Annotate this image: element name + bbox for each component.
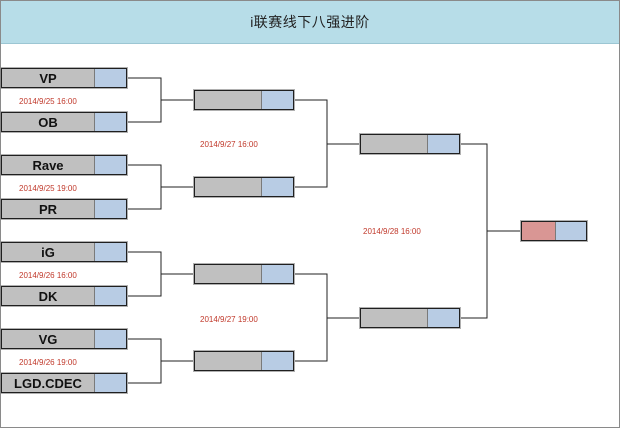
champion-name xyxy=(522,222,556,240)
team-name: OB xyxy=(2,113,95,131)
team-slot: iG xyxy=(1,241,128,263)
team-name: PR xyxy=(2,200,95,218)
team-name xyxy=(195,352,262,370)
team-name: DK xyxy=(2,287,95,305)
team-name: VP xyxy=(2,69,95,87)
score-cell xyxy=(95,330,126,348)
team-name xyxy=(195,91,262,109)
match-date: 2014/9/25 16:00 xyxy=(19,97,77,106)
connector-qf3 xyxy=(127,251,194,297)
semifinal-slot xyxy=(193,89,295,111)
score-cell xyxy=(95,287,126,305)
match-date: 2014/9/27 19:00 xyxy=(200,315,258,324)
score-cell xyxy=(262,352,293,370)
semifinal-slot xyxy=(193,263,295,285)
score-cell xyxy=(95,69,126,87)
team-name: Rave xyxy=(2,156,95,174)
team-slot: Rave xyxy=(1,154,128,176)
connector-qf1 xyxy=(127,77,194,123)
score-cell xyxy=(428,135,459,153)
team-slot: PR xyxy=(1,198,128,220)
final-slot xyxy=(359,307,461,329)
score-cell xyxy=(428,309,459,327)
connector-qf4 xyxy=(127,338,194,384)
connector-qf2 xyxy=(127,164,194,210)
title-bar: i联赛线下八强进阶 xyxy=(1,1,619,44)
score-cell xyxy=(262,178,293,196)
score-cell xyxy=(95,156,126,174)
match-date: 2014/9/25 19:00 xyxy=(19,184,77,193)
page-title: i联赛线下八强进阶 xyxy=(250,14,370,30)
team-slot: VP xyxy=(1,67,128,89)
match-date: 2014/9/26 19:00 xyxy=(19,358,77,367)
team-name xyxy=(195,178,262,196)
semifinal-slot xyxy=(193,350,295,372)
semifinal-slot xyxy=(193,176,295,198)
match-date: 2014/9/28 16:00 xyxy=(363,227,421,236)
team-name xyxy=(361,309,428,327)
champion-slot xyxy=(520,220,588,242)
score-cell xyxy=(262,265,293,283)
score-cell xyxy=(95,200,126,218)
score-cell xyxy=(95,374,126,392)
score-cell xyxy=(95,113,126,131)
connector-sf1 xyxy=(294,99,360,188)
match-date: 2014/9/27 16:00 xyxy=(200,140,258,149)
team-name xyxy=(195,265,262,283)
final-slot xyxy=(359,133,461,155)
team-name: iG xyxy=(2,243,95,261)
team-slot: DK xyxy=(1,285,128,307)
score-cell xyxy=(95,243,126,261)
connector-final xyxy=(460,143,521,319)
team-name: VG xyxy=(2,330,95,348)
team-name xyxy=(361,135,428,153)
team-slot: LGD.CDEC xyxy=(1,372,128,394)
team-name: LGD.CDEC xyxy=(2,374,95,392)
team-slot: VG xyxy=(1,328,128,350)
team-slot: OB xyxy=(1,111,128,133)
score-cell xyxy=(262,91,293,109)
connector-sf2 xyxy=(294,273,360,362)
match-date: 2014/9/26 16:00 xyxy=(19,271,77,280)
score-cell xyxy=(556,222,586,240)
